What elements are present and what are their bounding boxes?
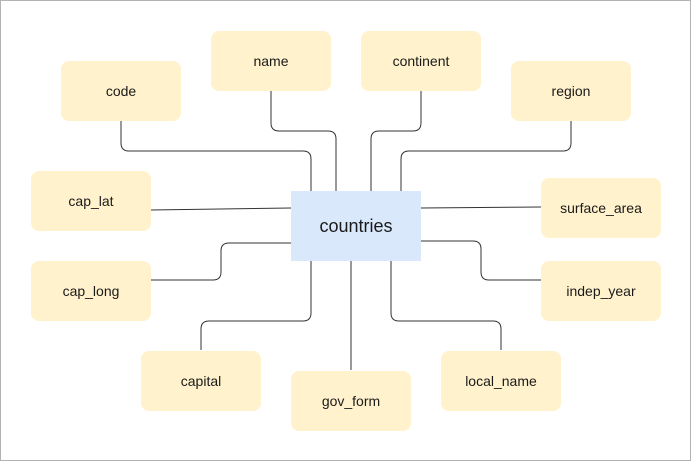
connector-name: [270, 90, 337, 191]
attribute-gov-form[interactable]: gov_form: [291, 371, 411, 431]
connector-region: [400, 120, 572, 191]
connector-indep-year: [421, 240, 541, 281]
connector-continent: [370, 90, 422, 191]
attribute-continent[interactable]: continent: [361, 31, 481, 91]
connector-capital: [200, 261, 312, 350]
connector-surface-area: [420, 206, 542, 209]
attribute-capital[interactable]: capital: [141, 351, 261, 411]
entity-countries[interactable]: countries: [291, 191, 421, 261]
connector-local-name: [390, 261, 502, 350]
attribute-code[interactable]: code: [61, 61, 181, 121]
attribute-cap-lat[interactable]: cap_lat: [31, 171, 151, 231]
attribute-indep-year[interactable]: indep_year: [541, 261, 661, 321]
connector-code: [120, 120, 312, 191]
attribute-local-name[interactable]: local_name: [441, 351, 561, 411]
attribute-surface-area[interactable]: surface_area: [541, 178, 661, 238]
attribute-cap-long[interactable]: cap_long: [31, 261, 151, 321]
attribute-name[interactable]: name: [211, 31, 331, 91]
connector-cap-lat: [150, 207, 292, 211]
attribute-region[interactable]: region: [511, 61, 631, 121]
connector-cap-long: [151, 242, 291, 281]
